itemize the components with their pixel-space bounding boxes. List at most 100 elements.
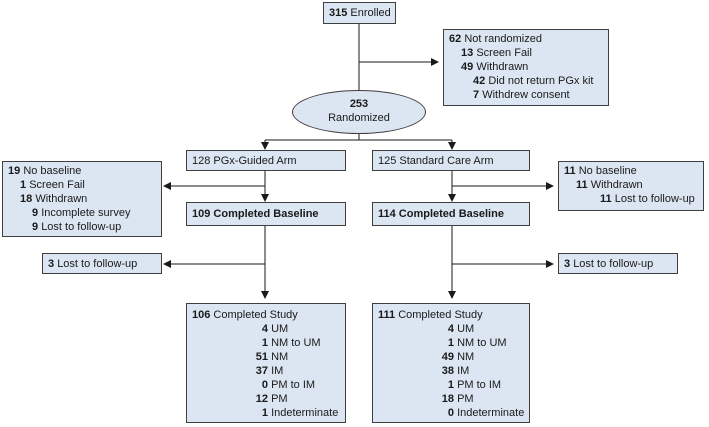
box-line: 7 Withdrew consent: [449, 88, 603, 102]
line-text: IM: [457, 365, 470, 377]
line-count: 4: [261, 323, 268, 335]
line-count: 13: [461, 47, 474, 59]
line-text: Lost to follow-up: [614, 193, 695, 205]
pgx-baseline-label: 109 Completed Baseline: [192, 208, 319, 220]
line-text: NM to UM: [457, 337, 507, 349]
line-text: Indeterminate: [457, 407, 525, 419]
right-lost-label: Lost to follow-up: [573, 258, 654, 270]
box-line: 9 Incomplete survey: [8, 206, 156, 220]
line-count: 1: [20, 179, 27, 191]
completed-line: 0 Indeterminate: [378, 406, 524, 420]
line-count: 1: [261, 337, 268, 349]
completed-line: 1 NM to UM: [378, 336, 524, 350]
line-count: 18: [20, 193, 33, 205]
standard-baseline-label: 114 Completed Baseline: [378, 208, 504, 220]
box-line: 11 Lost to follow-up: [564, 192, 698, 206]
line-count: 1: [447, 337, 454, 349]
line-text: PM to IM: [457, 379, 502, 391]
pgx-arm-box: 128 PGx-Guided Arm: [186, 150, 346, 171]
line-text: Completed Study: [213, 309, 298, 321]
line-count: 7: [473, 89, 480, 101]
line-count: 37: [255, 365, 268, 377]
line-count: 106: [192, 309, 211, 321]
completed-line: 18 PM: [378, 392, 524, 406]
completed-line: 38 IM: [378, 364, 524, 378]
completed-line: 1 NM to UM: [192, 336, 340, 350]
completed-line: 49 NM: [378, 350, 524, 364]
completed-line: 111 Completed Study: [378, 308, 524, 322]
line-text: UM: [457, 323, 475, 335]
randomized-label: Randomized: [328, 112, 390, 124]
line-text: NM to UM: [271, 337, 321, 349]
randomized-count: 253: [349, 98, 369, 110]
standard-arm-box: 125 Standard Care Arm: [372, 150, 530, 171]
left-lost-followup-box: 3 Lost to follow-up: [42, 253, 162, 274]
enrolled-label: Enrolled: [350, 7, 391, 19]
pgx-baseline-box: 109 Completed Baseline: [186, 202, 346, 226]
line-count: 0: [447, 407, 454, 419]
line-count: 9: [32, 221, 39, 233]
line-text: PM: [271, 393, 288, 405]
line-text: Incomplete survey: [41, 207, 131, 219]
line-text: NM: [457, 351, 475, 363]
line-text: Withdrawn: [35, 193, 88, 205]
line-text: Lost to follow-up: [41, 221, 122, 233]
line-count: 0: [261, 379, 268, 391]
line-count: 49: [461, 61, 474, 73]
box-line: 19 No baseline: [8, 164, 156, 178]
enrolled-count: 315: [329, 7, 348, 19]
line-count: 62: [449, 33, 462, 45]
line-text: Indeterminate: [271, 407, 339, 419]
standard-baseline-box: 114 Completed Baseline: [372, 202, 530, 226]
line-text: IM: [271, 365, 284, 377]
line-count: 42: [473, 75, 486, 87]
line-count: 51: [255, 351, 268, 363]
line-text: PM to IM: [271, 379, 316, 391]
completed-line: 37 IM: [192, 364, 340, 378]
line-text: Did not return PGx kit: [488, 75, 594, 87]
line-text: Withdrew consent: [482, 89, 570, 101]
completed-line: 51 NM: [192, 350, 340, 364]
completed-line: 12 PM: [192, 392, 340, 406]
box-line: 42 Did not return PGx kit: [449, 74, 603, 88]
box-line: 1 Screen Fail: [8, 178, 156, 192]
line-count: 38: [441, 365, 454, 377]
completed-line: 106 Completed Study: [192, 308, 340, 322]
line-text: No baseline: [23, 165, 82, 177]
completed-line: 1 PM to IM: [378, 378, 524, 392]
line-count: 11: [600, 193, 612, 205]
line-count: 18: [441, 393, 454, 405]
box-line: 13 Screen Fail: [449, 46, 603, 60]
line-text: Withdrawn: [476, 61, 529, 73]
completed-line: 0 PM to IM: [192, 378, 340, 392]
box-line: 9 Lost to follow-up: [8, 220, 156, 234]
box-line: 18 Withdrawn: [8, 192, 156, 206]
line-text: Not randomized: [464, 33, 542, 45]
line-text: Withdrawn: [590, 179, 643, 191]
line-text: PM: [457, 393, 474, 405]
pgx-arm-label: 128 PGx-Guided Arm: [192, 155, 297, 167]
line-count: 49: [441, 351, 454, 363]
completed-line: 1 Indeterminate: [192, 406, 340, 420]
line-count: 111: [378, 309, 396, 321]
line-count: 1: [447, 379, 454, 391]
line-count: 11: [564, 165, 576, 177]
line-count: 1: [261, 407, 268, 419]
line-count: 4: [447, 323, 454, 335]
completed-line: 4 UM: [378, 322, 524, 336]
box-line: 49 Withdrawn: [449, 60, 603, 74]
completed-line: 4 UM: [192, 322, 340, 336]
enrolled-box: 315 Enrolled: [323, 2, 396, 24]
box-line: 62 Not randomized: [449, 32, 603, 46]
line-text: NM: [271, 351, 289, 363]
line-text: No baseline: [578, 165, 637, 177]
line-text: UM: [271, 323, 289, 335]
box-line: 11 No baseline: [564, 164, 698, 178]
left-lost-count: 3: [48, 258, 55, 270]
